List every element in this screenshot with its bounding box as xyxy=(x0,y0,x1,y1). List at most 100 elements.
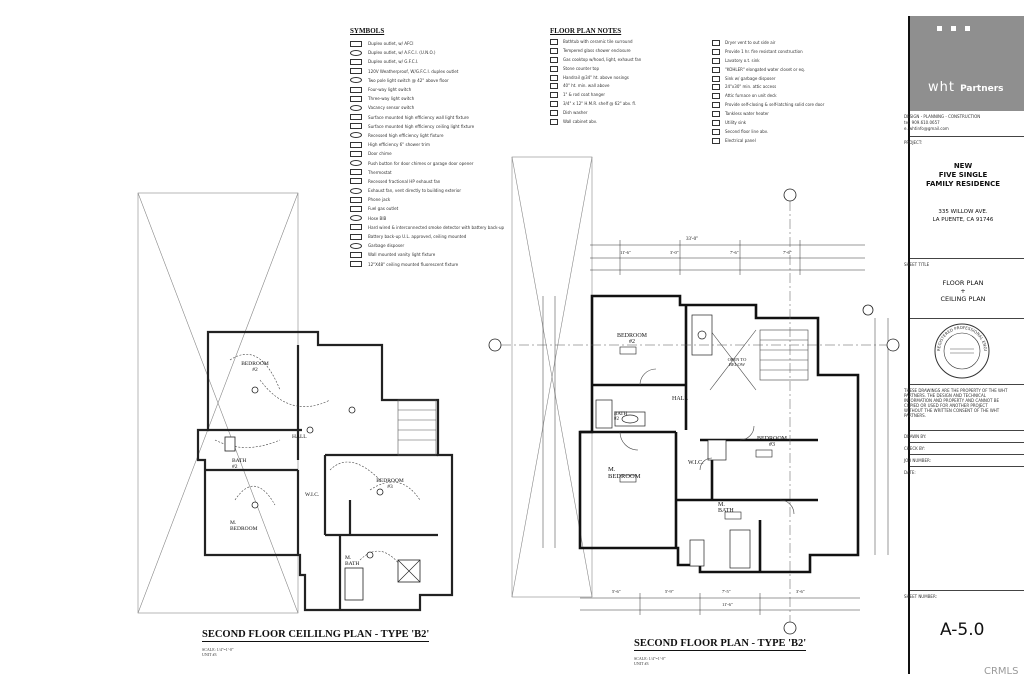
sheet-number: A-5.0 xyxy=(940,620,985,640)
symbol-icon xyxy=(350,77,362,84)
symbol-icon xyxy=(350,141,362,148)
note-text: Tempered glass shower enclosure xyxy=(563,47,631,53)
symbol-icon xyxy=(350,205,362,212)
symbol-label: Exhaust fan, vent directly to building e… xyxy=(368,188,462,194)
note-row: Second floor line abv. xyxy=(712,128,882,138)
symbol-icon xyxy=(350,95,362,102)
symbol-icon xyxy=(350,49,362,56)
symbol-row: 120V Weatherproof, W/G.F.C.I. duplex out… xyxy=(350,67,520,76)
symbol-icon xyxy=(350,150,362,157)
note-row: Tankless water heater xyxy=(712,111,882,120)
note-text: Provide self-closing & self-latching sol… xyxy=(725,102,825,108)
note-text: Wall cabinet abv. xyxy=(563,119,598,125)
symbol-label: Wall mounted vanity light fixture xyxy=(368,252,436,258)
floor-plan-unit: UNIT #3 xyxy=(634,661,649,666)
firm-services: DESIGN - PLANNING - CONSTRUCTION xyxy=(904,114,981,119)
symbol-icon xyxy=(350,40,362,47)
room-label-open-to-below: OPEN TO BELOW xyxy=(727,357,747,367)
firm-name: wht Partners xyxy=(928,80,1004,95)
drawings-canvas xyxy=(137,156,900,635)
symbol-row: Exhaust fan, vent directly to building e… xyxy=(350,186,520,195)
symbol-row: Hard wired & interconnected smoke detect… xyxy=(350,223,520,232)
note-number-box xyxy=(550,92,558,99)
note-text: Second floor line abv. xyxy=(725,128,769,134)
note-row: 1" & rod coat hanger xyxy=(550,92,720,101)
floor-plan-title: SECOND FLOOR PLAN - TYPE 'B2' SCALE: 1/4… xyxy=(634,638,807,666)
dim-b: 3'-0" xyxy=(670,250,679,255)
symbol-icon xyxy=(350,169,362,176)
symbol-icon xyxy=(350,196,362,203)
job-number: JOB NUMBER: xyxy=(904,458,931,463)
firm-tel: tel. 909.610.0657 xyxy=(904,120,940,125)
symbol-label: Hose BIB xyxy=(368,215,387,221)
dim-overall: 33'-0" xyxy=(686,237,699,242)
note-text: Attic furnace on unit deck xyxy=(725,93,777,99)
note-text: 24"x30" min. attic access xyxy=(725,84,777,90)
symbol-label: Duplex outlet, w/ AFCI xyxy=(368,41,414,47)
floor-dimensions xyxy=(542,240,889,615)
symbol-row: Wall mounted vanity light fixture xyxy=(350,250,520,259)
symbol-icon xyxy=(350,261,362,268)
symbol-row: Thermostat xyxy=(350,168,520,177)
symbol-row: Recessed fractional HP exhaust fan xyxy=(350,177,520,186)
project-label: PROJECT: xyxy=(904,140,923,145)
symbols-heading: SYMBOLS xyxy=(350,27,385,35)
note-text: "KOHLER" elongated water closet or eq. xyxy=(725,66,805,72)
symbol-label: Recessed high efficiency light fixture xyxy=(368,132,444,138)
symbol-icon xyxy=(350,251,362,258)
note-number-box xyxy=(550,39,558,45)
note-row: Attic furnace on unit deck xyxy=(712,93,882,102)
room-label-hall: HALL xyxy=(672,396,688,402)
note-text: Sink w/ garbage disposer xyxy=(725,75,776,81)
watermark: CRMLS xyxy=(984,666,1019,677)
symbol-row: Three-way light switch xyxy=(350,94,520,103)
symbol-icon xyxy=(350,58,362,65)
note-text: 3/4" x 12" H.M.R. shelf @ 62" abv. fl. xyxy=(563,101,637,107)
section-markers xyxy=(488,188,900,635)
dim-f: 5'-6" xyxy=(612,589,621,594)
symbol-icon xyxy=(350,132,362,139)
room-label-master-bath: M. BATH xyxy=(345,555,360,567)
symbol-icon xyxy=(350,86,362,93)
symbol-label: Vacancy sensor switch xyxy=(368,105,415,111)
symbol-row: High efficiency 6" shower trim xyxy=(350,140,520,149)
note-text: Provide 1 hr. fire resistant constructio… xyxy=(725,48,803,54)
symbol-label: Hard wired & interconnected smoke detect… xyxy=(368,224,505,230)
room-label-wic: W.I.C. xyxy=(688,460,704,466)
dim-d: 7'-6" xyxy=(783,250,792,255)
symbol-row: Phone jack xyxy=(350,195,520,204)
note-row: Stone counter top xyxy=(550,65,720,75)
note-text: Handrail @34" ht. above nosings xyxy=(563,74,629,80)
symbol-row: Four-way light switch xyxy=(350,85,520,94)
symbol-row: Push button for door chimes or garage do… xyxy=(350,158,520,167)
notes-heading: FLOOR PLAN NOTES xyxy=(550,27,622,35)
ceiling-wiring xyxy=(214,354,421,566)
note-text: Dish washer xyxy=(563,110,588,116)
floor-room-tags xyxy=(619,346,773,520)
floor-stair xyxy=(709,329,809,391)
symbol-label: Garbage disposer xyxy=(368,243,405,249)
ceiling-plan-title: SECOND FLOOR CEILILNG PLAN - TYPE 'B2' S… xyxy=(202,629,430,657)
symbol-icon xyxy=(350,114,362,121)
sheet-number-label: SHEET NUMBER: xyxy=(904,594,937,599)
note-row: Bathtub with ceramic tile surround xyxy=(550,39,720,48)
symbol-label: Three-way light switch xyxy=(368,96,415,102)
note-row: Dish washer xyxy=(550,110,720,119)
note-text: Dryer vent to out side air xyxy=(725,40,776,45)
note-number-box xyxy=(550,74,558,81)
note-row: Provide 1 hr. fire resistant constructio… xyxy=(712,48,882,58)
date: DATE: xyxy=(904,470,916,475)
note-text: Stone counter top xyxy=(563,65,600,71)
ceiling-fixtures xyxy=(224,386,421,601)
symbol-row: Recessed high efficiency light fixture xyxy=(350,131,520,140)
note-number-box xyxy=(550,65,558,72)
floor-door-swings xyxy=(619,368,795,515)
note-row: 24"x30" min. attic access xyxy=(712,84,882,93)
note-text: Bathtub with ceramic tile surround xyxy=(563,39,633,44)
symbol-icon xyxy=(350,224,362,231)
note-number-box xyxy=(712,40,720,46)
